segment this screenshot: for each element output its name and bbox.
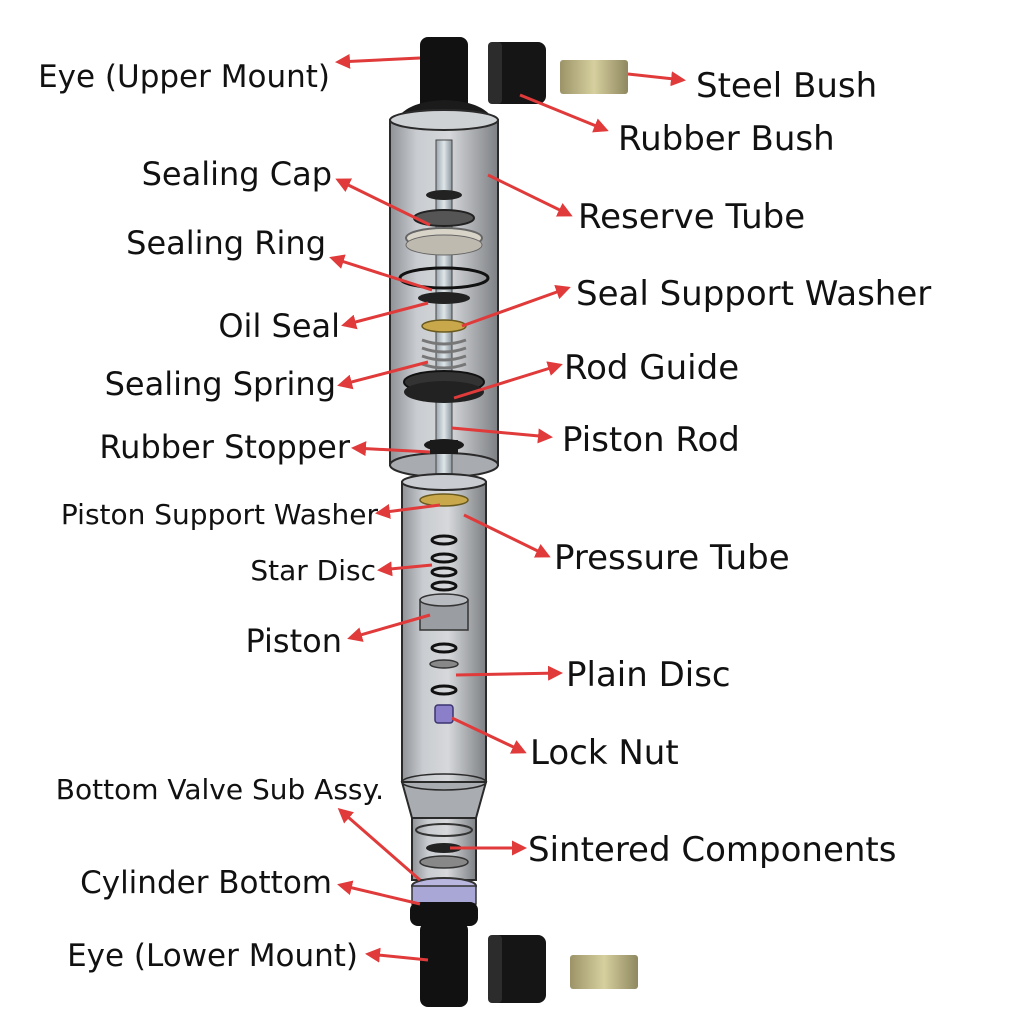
arrow-seal-support-washer xyxy=(461,284,571,328)
arrow-eye-upper xyxy=(335,53,421,69)
arrow-piston-rod xyxy=(451,426,553,444)
leader-lines xyxy=(329,53,686,963)
upper-rubber-bush xyxy=(488,42,546,104)
arrow-rubber-bush xyxy=(519,93,609,133)
label-eye-lower: Eye (Lower Mount) xyxy=(67,938,358,974)
arrow-cylinder-bottom xyxy=(337,880,421,906)
lower-rubber-bush xyxy=(488,935,546,1003)
label-bottom-valve: Bottom Valve Sub Assy. xyxy=(56,773,384,806)
arrow-sealing-spring xyxy=(337,360,429,390)
lower-steel-bush xyxy=(570,955,638,989)
label-steel-bush: Steel Bush xyxy=(696,66,877,106)
arrow-sealing-cap xyxy=(335,178,431,227)
label-rubber-bush: Rubber Bush xyxy=(618,119,835,159)
arrow-eye-lower xyxy=(365,947,429,963)
arrow-bottom-valve xyxy=(337,808,421,882)
arrow-pressure-tube xyxy=(463,513,551,558)
label-rubber-stopper: Rubber Stopper xyxy=(99,428,350,466)
label-sintered: Sintered Components xyxy=(528,830,896,870)
pressure-tube-internals xyxy=(415,493,473,869)
label-plain-disc: Plain Disc xyxy=(566,655,731,695)
arrow-oil-seal xyxy=(341,301,429,330)
upper-steel-bush xyxy=(560,60,628,94)
label-piston-support-washer: Piston Support Washer xyxy=(61,498,379,531)
label-piston: Piston xyxy=(245,622,342,660)
arrow-reserve-tube xyxy=(487,173,573,217)
label-sealing-cap: Sealing Cap xyxy=(142,155,332,193)
upper-eye-mount xyxy=(393,37,497,135)
label-cylinder-bottom: Cylinder Bottom xyxy=(80,865,332,901)
labels-left: Eye (Upper Mount) Sealing Cap Sealing Ri… xyxy=(38,59,384,974)
labels-right: Steel Bush Rubber Bush Reserve Tube Seal… xyxy=(528,66,931,870)
arrow-plain-disc xyxy=(455,665,563,681)
label-rod-guide: Rod Guide xyxy=(564,348,739,388)
arrow-lock-nut xyxy=(451,716,527,754)
label-piston-rod: Piston Rod xyxy=(562,420,740,460)
arrow-sealing-ring xyxy=(329,254,433,292)
label-reserve-tube: Reserve Tube xyxy=(578,197,805,237)
label-sealing-ring: Sealing Ring xyxy=(126,224,326,262)
label-oil-seal: Oil Seal xyxy=(218,307,340,345)
arrow-star-disc xyxy=(377,561,433,577)
label-sealing-spring: Sealing Spring xyxy=(105,365,336,403)
label-lock-nut: Lock Nut xyxy=(530,733,679,773)
label-seal-support-washer: Seal Support Washer xyxy=(576,274,931,314)
label-pressure-tube: Pressure Tube xyxy=(554,538,790,578)
arrow-rod-guide xyxy=(453,361,563,400)
lower-eye-mount xyxy=(420,922,468,1007)
reserve-tube-internals xyxy=(398,190,490,454)
label-eye-upper: Eye (Upper Mount) xyxy=(38,59,330,95)
pressure-tube xyxy=(400,473,488,881)
cylinder-bottom xyxy=(410,877,478,926)
arrow-piston xyxy=(347,613,431,642)
label-star-disc: Star Disc xyxy=(250,554,376,587)
arrow-steel-bush xyxy=(627,71,686,87)
arrow-rubber-stopper xyxy=(351,441,431,457)
arrow-piston-support-washer xyxy=(375,503,441,519)
